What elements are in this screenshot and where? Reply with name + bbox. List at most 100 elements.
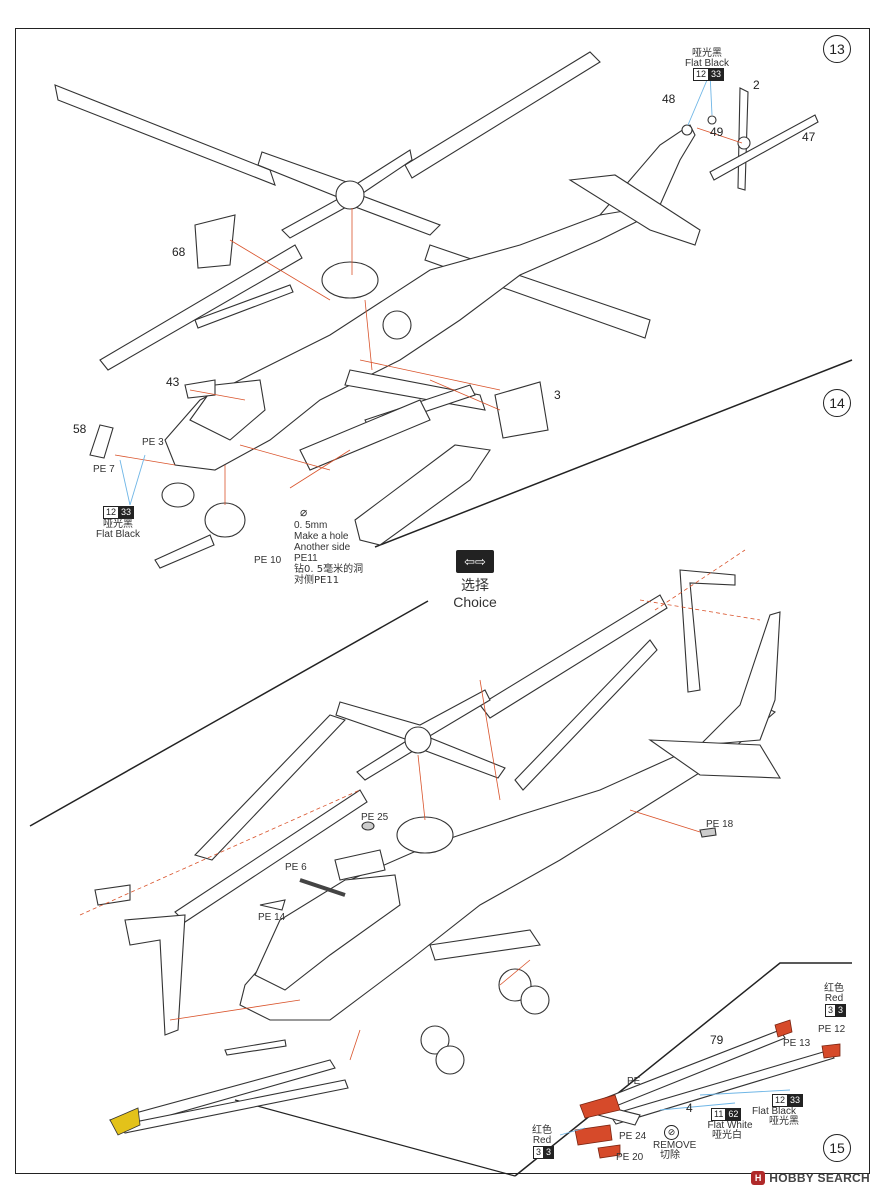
engine-intake-14 — [396, 816, 454, 854]
drill-hole-size: 0. 5mm — [294, 520, 328, 531]
tail-stabilizer-14 — [648, 739, 781, 779]
step-number-14: 14 — [823, 389, 851, 417]
part-label-43: 43 — [166, 375, 180, 389]
page-frame — [15, 28, 870, 1174]
yellow-decal-tip — [109, 1107, 141, 1136]
paint-flat-black-15-en: Flat Black — [752, 1106, 796, 1117]
remove-cut-icon: ⊘ — [664, 1125, 679, 1140]
step-number-15: 15 — [823, 1134, 851, 1162]
canopy-14 — [254, 874, 401, 991]
part-label-4: 4 — [686, 1101, 693, 1115]
part-label-58: 58 — [73, 422, 87, 436]
tail-rotor-blade-diagonal — [709, 114, 819, 181]
pe18-label: PE 18 — [706, 819, 734, 830]
part-label-48: 48 — [662, 92, 676, 106]
tail-stand-14 — [124, 914, 186, 1036]
choice-label-cn: 选择 — [461, 578, 489, 594]
engine-intake — [321, 261, 379, 299]
step15-parts — [597, 1029, 835, 1126]
pe12-label: PE 12 — [818, 1024, 846, 1035]
part-label-47: 47 — [802, 130, 816, 144]
side-pod-13 — [299, 399, 431, 471]
pe25-label: PE 25 — [361, 812, 389, 823]
step13-helicopter — [54, 51, 819, 569]
tail-stand-14-top — [94, 884, 131, 906]
drill-hole-cn-2: 对侧PE11 — [294, 575, 340, 586]
stub-wing-14 — [429, 929, 541, 961]
divider-13-14-right — [374, 359, 853, 548]
pe-top-part — [579, 1094, 621, 1119]
pe13-part — [774, 1019, 793, 1038]
wheel-14-d — [435, 1045, 465, 1075]
paint-red-en-bottom: Red — [532, 1135, 552, 1146]
paint-flat-black-15-cn: 哑光黑 — [769, 1116, 799, 1127]
pe24-label: PE 24 — [619, 1131, 647, 1142]
part-label-3: 3 — [554, 388, 561, 402]
part-48-gear — [681, 124, 693, 136]
step13-callouts — [114, 127, 743, 505]
pe6-label: PE 6 — [285, 862, 307, 873]
pe14-part — [259, 899, 286, 911]
step14-dashed-guides — [79, 549, 761, 916]
rotor-hub-center-14 — [404, 726, 432, 754]
paint-flat-white-en: Flat White — [707, 1120, 753, 1131]
part-label-68: 68 — [172, 245, 186, 259]
hobby-search-logo-icon: H — [751, 1171, 766, 1185]
drill-hole-text: Make a hole — [294, 531, 349, 542]
paint-red-en-top: Red — [824, 993, 844, 1004]
pe6-part — [334, 849, 386, 881]
part-label-49: 49 — [710, 125, 724, 139]
paint-flat-black-cn: 哑光黑 — [692, 48, 722, 59]
step15-photoetch — [574, 1019, 841, 1159]
gun-barrel — [154, 534, 215, 569]
remove-label-cn: 切除 — [660, 1150, 680, 1161]
paint-flat-white-cn: 哑光白 — [712, 1130, 742, 1141]
pe20-part — [597, 1144, 621, 1159]
skid-fairing-13 — [354, 444, 491, 546]
part-49-gear — [707, 115, 717, 125]
probe-14 — [224, 1039, 287, 1056]
rotor-blade-top — [404, 51, 601, 179]
tail-stand-14-right — [679, 569, 736, 693]
pe25-part — [361, 821, 375, 831]
remove-label-en: REMOVE — [653, 1140, 697, 1151]
rotor-blade-lower-left — [99, 244, 303, 371]
boom-79-b — [609, 1049, 835, 1125]
fuselage-13 — [164, 199, 662, 471]
swap-arrows-icon: ⇦⇨ — [456, 550, 494, 573]
paint-flat-black-en: Flat Black — [685, 58, 729, 69]
paint-flat-black-2-en: Flat Black — [96, 529, 140, 540]
drill-hole-cn-1: 钻0. 5毫米的洞 — [294, 564, 364, 575]
divider-13-14-left — [29, 600, 429, 827]
part-43-panel — [184, 379, 216, 399]
watermark-text: HOBBY SEARCH — [769, 1171, 870, 1185]
missile-left — [194, 284, 294, 329]
paint-flat-black-2-cn: 哑光黑 — [103, 519, 133, 530]
part-68-panel — [194, 214, 236, 269]
part-label-79: 79 — [710, 1033, 724, 1047]
gun-turret-cap — [161, 482, 195, 508]
step14-helicopter — [94, 569, 781, 1134]
pe-label: PE — [627, 1076, 641, 1087]
rotor-blade-left — [54, 84, 276, 186]
choice-label-en: Choice — [453, 594, 497, 610]
part-label-2: 2 — [753, 78, 760, 92]
paint-red-cn-bottom: 红色 — [532, 1125, 552, 1136]
wheel-14-b — [520, 985, 550, 1015]
pe10-label: PE 10 — [254, 555, 282, 566]
tail-fin-14 — [698, 611, 781, 746]
drill-hole-symbol: ⌀ — [300, 505, 308, 519]
pe13-label: PE 13 — [783, 1038, 811, 1049]
paint-red-cn-top: 红色 — [824, 983, 844, 994]
rotor-blade-14-c — [479, 594, 668, 719]
step15-paint-arrows — [559, 1089, 791, 1136]
exhaust — [382, 310, 412, 340]
step-number-13: 13 — [823, 35, 851, 63]
hobby-search-watermark: H HOBBY SEARCH — [751, 1171, 870, 1185]
